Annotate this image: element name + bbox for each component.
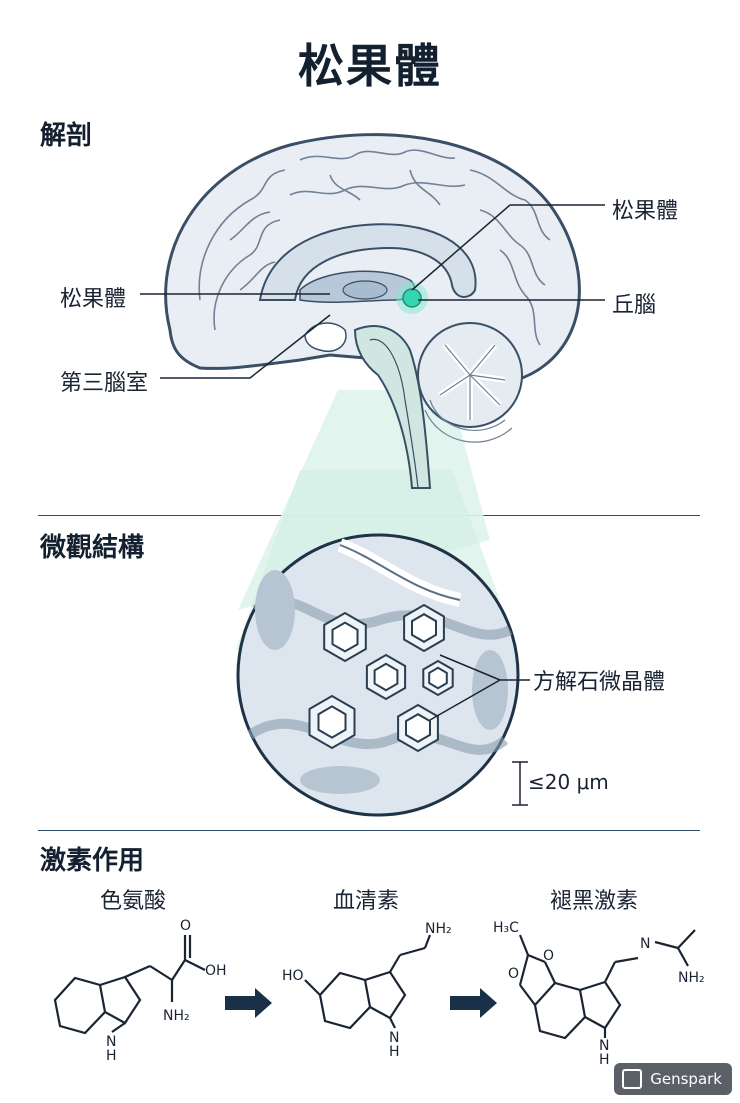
genspark-badge[interactable]: Genspark: [614, 1063, 732, 1095]
label-pineal-right: 松果體: [612, 199, 679, 224]
atom-o1: O: [508, 966, 519, 982]
atom-oh: OH: [205, 963, 227, 979]
atom-h: H: [106, 1048, 117, 1064]
calcite-crystal-facet: [428, 666, 448, 690]
brain-sagittal: [164, 133, 581, 489]
label-third-ventricle: 第三腦室: [60, 371, 149, 396]
molecule-name-tryptophan: 色氨酸: [100, 889, 167, 914]
pineal-gland: [402, 288, 422, 308]
atom-n-melatonin: N: [599, 1038, 609, 1054]
section-microstructure: 微觀結構: [40, 533, 145, 563]
molecule-name-melatonin: 褪黑激素: [550, 889, 639, 914]
atom-n-chain: N: [640, 936, 650, 952]
cerebellum: [417, 322, 523, 443]
calcite-crystal-facet: [373, 662, 399, 692]
atom-n-serotonin: N: [389, 1030, 399, 1046]
atom-o: O: [180, 918, 191, 934]
label-scale: ≤20 μm: [528, 770, 609, 794]
atom-h-serotonin: H: [389, 1044, 400, 1060]
atom-h-melatonin: H: [599, 1052, 610, 1068]
label-calcite: 方解石微晶體: [533, 670, 666, 695]
section-anatomy: 解剖: [40, 121, 93, 151]
tryptophan-structure: [53, 935, 206, 1035]
label-pineal-left: 松果體: [60, 287, 127, 312]
divider-2: [38, 830, 700, 831]
page-title: 松果體: [298, 39, 442, 93]
calcite-crystal-facet: [317, 705, 347, 739]
atom-n: N: [106, 1034, 116, 1050]
atom-ho: HO: [282, 968, 304, 984]
atom-nh2-melatonin: NH₂: [678, 970, 705, 986]
calcite-crystal-facet: [405, 713, 431, 743]
scale-bar: [512, 761, 528, 806]
crystals: [308, 603, 454, 753]
section-hormone: 激素作用: [40, 846, 145, 876]
label-thalamus: 丘腦: [612, 293, 657, 318]
calcite-crystal-facet: [411, 613, 437, 643]
serotonin-structure: [304, 934, 432, 1030]
molecule-structures: O OH NH₂ N H HO NH₂ N H H₃C O O N NH₂ N …: [53, 918, 705, 1068]
genspark-logo-icon: [622, 1069, 643, 1089]
calcite-crystal-facet: [331, 621, 359, 653]
atom-o2: O: [543, 948, 554, 964]
atom-h3c: H₃C: [493, 920, 519, 936]
badge-label: Genspark: [650, 1070, 722, 1088]
atom-nh2: NH₂: [163, 1008, 190, 1024]
reaction-arrows: [225, 988, 497, 1018]
melatonin-structure: [518, 929, 696, 1040]
anatomy-illustration: [140, 133, 605, 817]
molecule-name-serotonin: 血清素: [333, 889, 400, 914]
atom-nh2-serotonin: NH₂: [425, 921, 452, 937]
